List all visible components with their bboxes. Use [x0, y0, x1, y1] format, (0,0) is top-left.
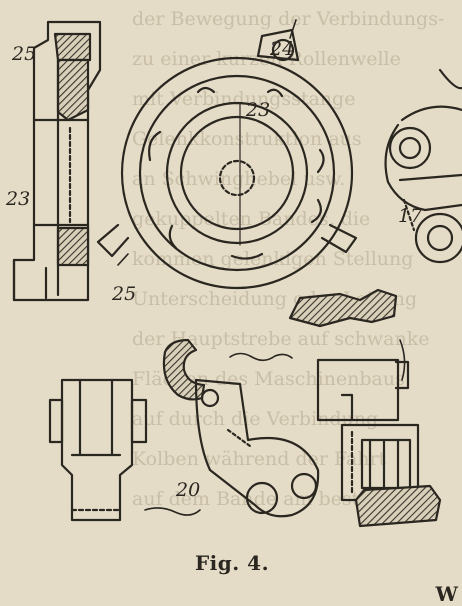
bleed-through-line: gekuppelten Bandes, die	[132, 208, 371, 230]
bleed-through-line: der Bewegung der Verbindungs-	[132, 8, 445, 30]
label-17: 17	[398, 205, 423, 227]
roller-assembly	[288, 288, 442, 528]
label-25-top: 25	[11, 43, 36, 65]
label-23-ring: 23	[245, 99, 270, 121]
label-24: 24	[269, 38, 294, 60]
label-25-bottom: 25	[111, 283, 136, 305]
bleed-through-line: mit Verbindungsstange	[132, 88, 356, 110]
next-line-fragment: W	[435, 582, 458, 606]
crescent-piece	[162, 338, 206, 401]
bleed-through-line: auf durch die Verbindung	[132, 408, 379, 430]
link-arm	[194, 378, 320, 518]
label-23-left: 23	[5, 188, 30, 210]
bleed-through-line: der Hauptstrebe auf schwanke	[132, 328, 430, 350]
figure-caption: Fig. 4.	[194, 551, 270, 575]
bracket-bottom-left	[48, 378, 148, 522]
ring-wheel	[96, 28, 358, 290]
cross-section-left	[12, 20, 102, 302]
right-mechanism	[384, 68, 462, 264]
bleed-through-line: auf dem Bande am besten	[132, 488, 383, 510]
label-20: 20	[175, 479, 200, 501]
bleed-through-line: Kolben während der Fahrt	[132, 448, 387, 470]
